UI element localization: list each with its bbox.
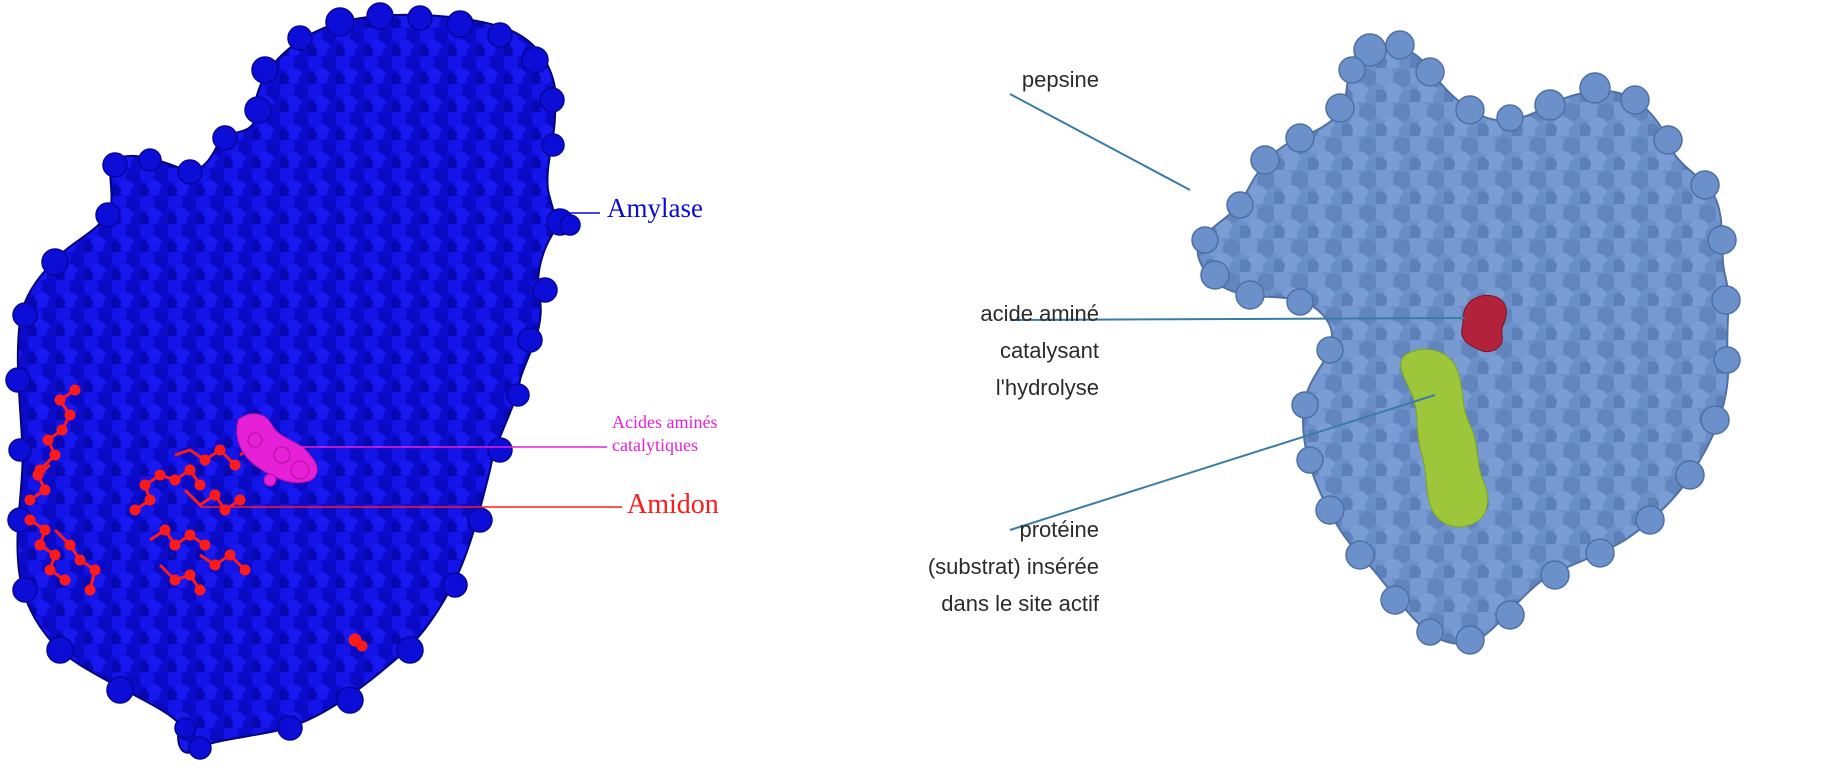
amylase-panel: Amylase Acides aminés catalytiques Amido… <box>0 0 900 777</box>
acide-amine-label-line1: acide aminé <box>980 301 1099 326</box>
proteine-label-line1: protéine <box>1019 517 1099 542</box>
amylase-molecule <box>16 13 557 754</box>
proteine-label: protéine (substrat) insérée dans le site… <box>928 511 1099 622</box>
proteine-label-line3: dans le site actif <box>941 591 1099 616</box>
acides-amines-label-line2: catalytiques <box>612 435 698 455</box>
pepsine-panel: pepsine acide aminé catalysant l'hydroly… <box>900 0 1832 777</box>
amylase-edge-bubbles <box>5 2 581 760</box>
pepsine-molecule-figure <box>1009 30 1741 655</box>
acide-amine-label: acide aminé catalysant l'hydrolyse <box>980 295 1099 406</box>
acides-amines-catalytiques-region <box>236 413 318 487</box>
amidon-label: Amidon <box>627 489 719 520</box>
proteine-label-line2: (substrat) insérée <box>927 554 1099 579</box>
proteine-leader-line <box>1009 394 1436 531</box>
pepsine-molecule <box>1196 43 1730 645</box>
acide-amine-catalytique-region <box>1461 294 1507 353</box>
pepsine-label: pepsine <box>1021 67 1099 92</box>
acide-amine-label-line3: l'hydrolyse <box>995 375 1099 400</box>
pepsine-leader-line <box>1009 93 1191 191</box>
proteine-substrat-region <box>1400 348 1489 528</box>
acide-amine-leader-line <box>1009 317 1466 321</box>
amylase-label: Amylase <box>607 193 703 223</box>
amylase-molecule-figure <box>5 2 622 760</box>
pepsine-edge-bubbles <box>1191 30 1741 655</box>
acide-amine-label-line2: catalysant <box>999 338 1099 363</box>
acides-amines-label: Acides aminés catalytiques <box>612 411 717 457</box>
acides-amines-label-line1: Acides aminés <box>612 412 718 432</box>
